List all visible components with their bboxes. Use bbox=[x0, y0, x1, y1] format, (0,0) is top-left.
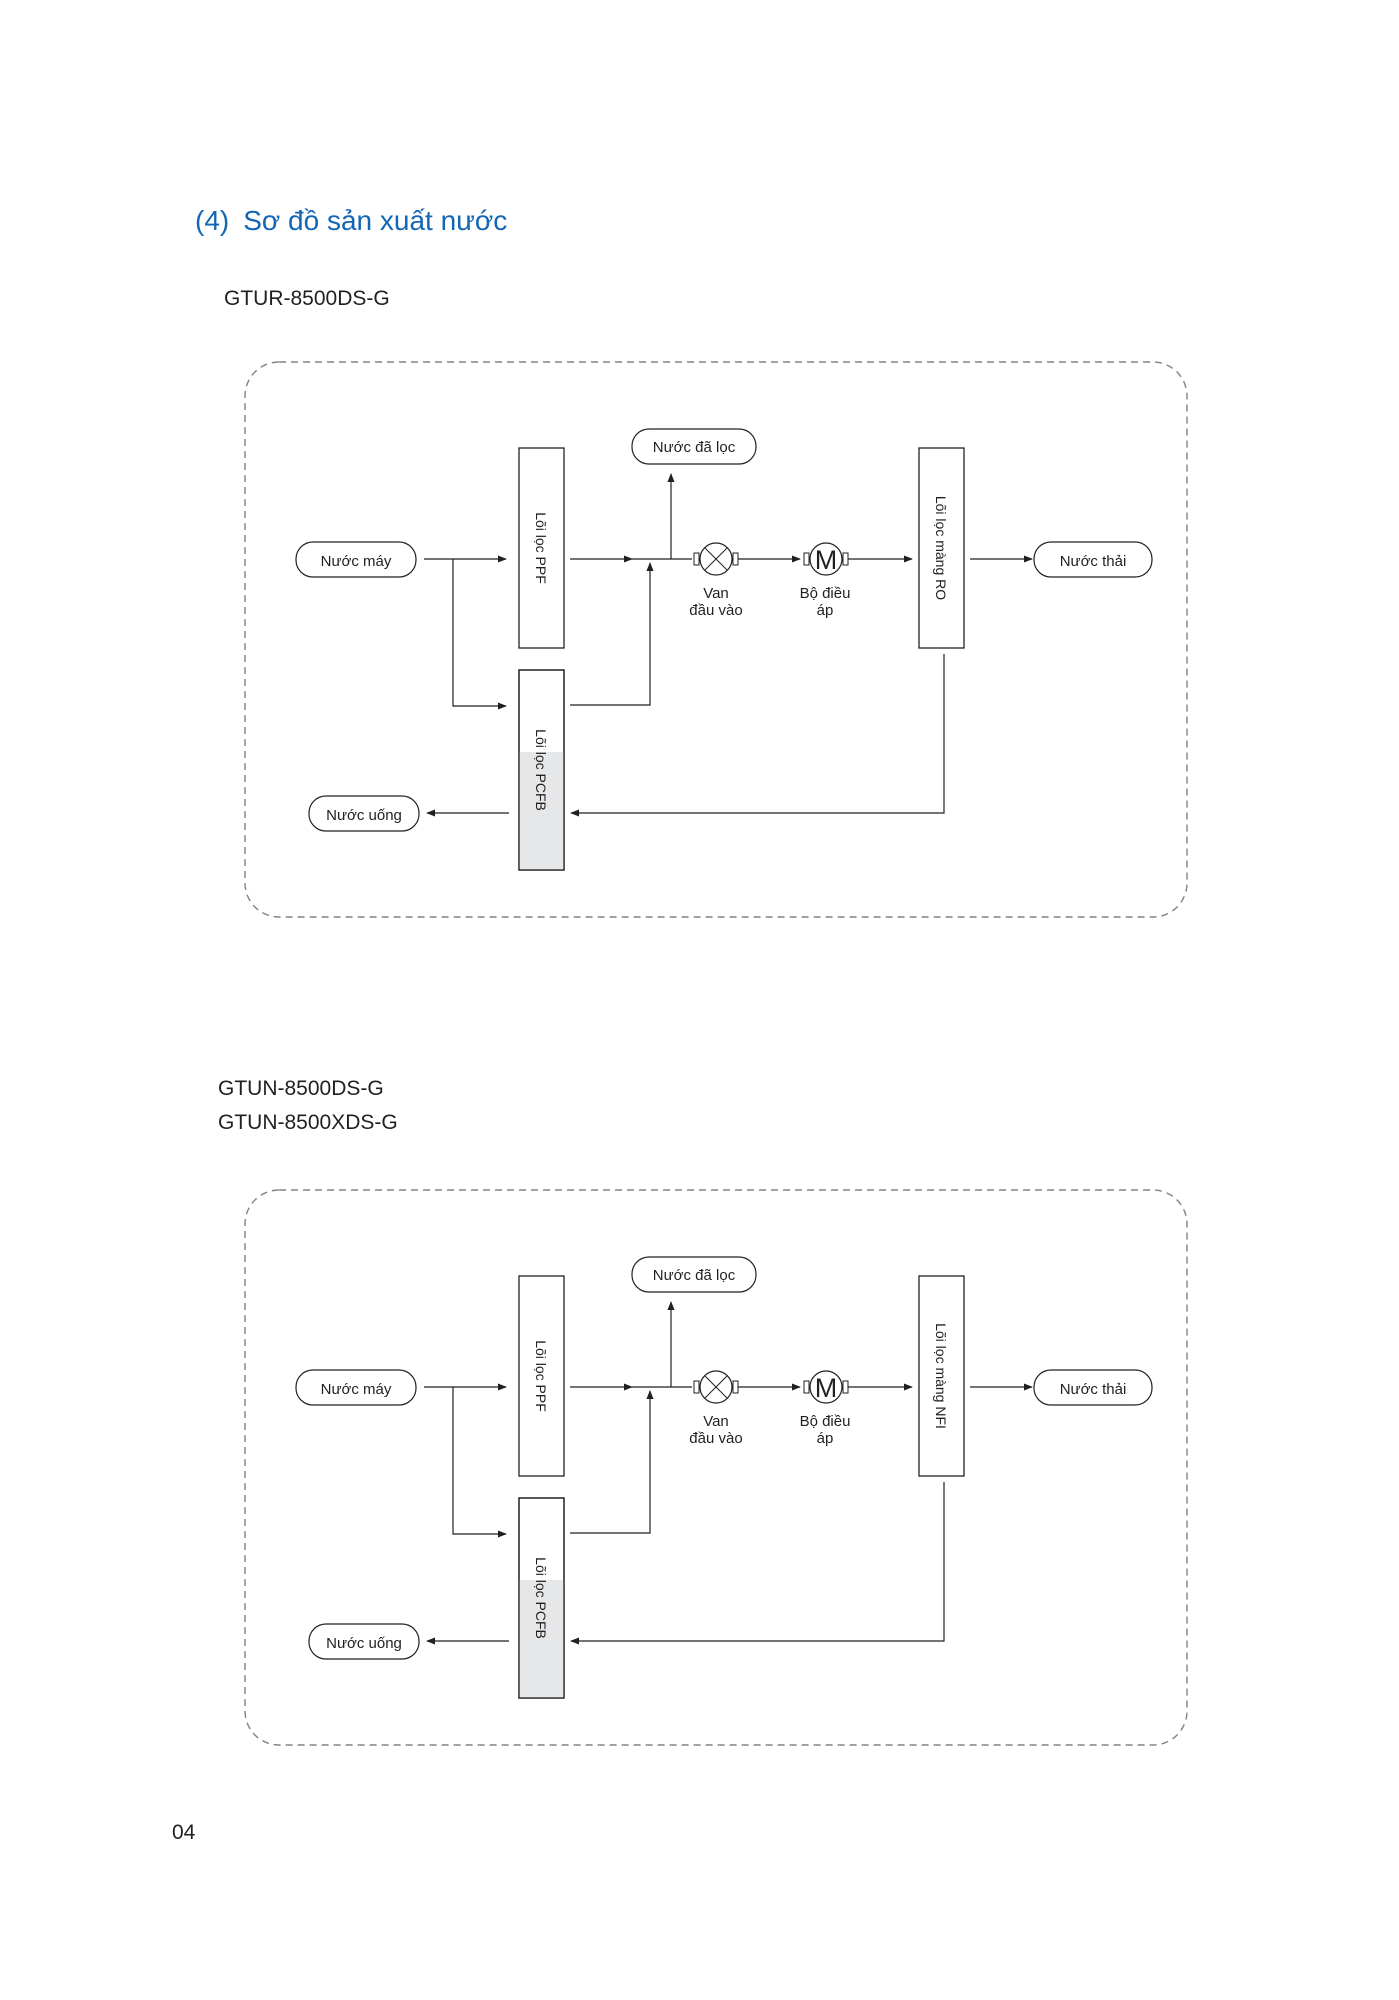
pump-symbol: M bbox=[815, 1373, 838, 1403]
ppf-filter-label: Lõi lọc PPF bbox=[533, 1340, 549, 1412]
flow-diagram: Nước máy Lõi lọc PPF Lõi lọc PCFB Nước đ… bbox=[244, 1189, 1188, 1746]
pipe-membrane-to-pcfb bbox=[570, 1482, 945, 1645]
filtered-water-label: Nước đã lọc bbox=[653, 439, 736, 456]
model-label-group-2: GTUN-8500DS-G GTUN-8500XDS-G bbox=[218, 1072, 398, 1140]
pump-icon: M bbox=[803, 542, 849, 576]
membrane-filter: Lõi lọc màng NFI bbox=[918, 1275, 965, 1477]
drinking-water-label: Nước uống bbox=[326, 1635, 402, 1652]
filtered-water-label: Nước đã lọc bbox=[653, 1267, 736, 1284]
pipe-tap-to-pcfb bbox=[452, 1387, 507, 1538]
model-name: GTUR-8500DS-G bbox=[224, 287, 390, 310]
model-name: GTUN-8500DS-G bbox=[218, 1077, 384, 1100]
ppf-filter: Lõi lọc PPF bbox=[518, 447, 565, 649]
tap-water-node: Nước máy bbox=[295, 541, 417, 578]
section-number: (4) bbox=[195, 205, 230, 236]
model-label-group-1: GTUR-8500DS-G bbox=[224, 282, 390, 316]
inlet-valve-icon bbox=[693, 1370, 739, 1404]
section-heading: (4) Sơ đồ sản xuất nước bbox=[195, 205, 507, 237]
membrane-filter: Lõi lọc màng RO bbox=[918, 447, 965, 649]
diagram-frame bbox=[244, 1189, 1188, 1746]
valve-label-line2: đầu vào bbox=[689, 602, 742, 619]
pump-label-line1: Bộ điều bbox=[800, 585, 851, 602]
pump-icon: M bbox=[803, 1370, 849, 1404]
membrane-filter-label: Lõi lọc màng RO bbox=[933, 496, 949, 600]
ppf-filter-label: Lõi lọc PPF bbox=[533, 512, 549, 584]
ppf-filter: Lõi lọc PPF bbox=[518, 1275, 565, 1477]
valve-label-line2: đầu vào bbox=[689, 1430, 742, 1447]
flow-diagram: Nước máy Lõi lọc PPF Lõi lọc PCFB Nước đ… bbox=[244, 361, 1188, 918]
pump-label-line1: Bộ điều bbox=[800, 1413, 851, 1430]
valve-label-line1: Van bbox=[703, 585, 729, 602]
pipe-membrane-to-pcfb bbox=[570, 654, 945, 817]
waste-water-node: Nước thải bbox=[1033, 541, 1153, 578]
waste-water-label: Nước thải bbox=[1060, 553, 1127, 570]
pcfb-filter-label: Lõi lọc PCFB bbox=[533, 1557, 549, 1639]
tap-water-label: Nước máy bbox=[321, 553, 392, 570]
waste-water-node: Nước thải bbox=[1033, 1369, 1153, 1406]
pipe-tap-to-pcfb bbox=[452, 559, 507, 710]
drinking-water-label: Nước uống bbox=[326, 807, 402, 824]
tap-water-node: Nước máy bbox=[295, 1369, 417, 1406]
filtered-water-node: Nước đã lọc bbox=[631, 1256, 757, 1293]
filtered-water-node: Nước đã lọc bbox=[631, 428, 757, 465]
model-name: GTUN-8500XDS-G bbox=[218, 1111, 398, 1134]
pump-label-line2: áp bbox=[817, 1430, 834, 1447]
diagram-frame bbox=[244, 361, 1188, 918]
tap-water-label: Nước máy bbox=[321, 1381, 392, 1398]
section-title: Sơ đồ sản xuất nước bbox=[243, 205, 508, 236]
pcfb-filter: Lõi lọc PCFB bbox=[518, 669, 565, 871]
drinking-water-node: Nước uống bbox=[308, 795, 420, 832]
valve-label-line1: Van bbox=[703, 1413, 729, 1430]
pipe-pcfb-out bbox=[570, 562, 654, 706]
pcfb-filter-label: Lõi lọc PCFB bbox=[533, 729, 549, 811]
water-flow-diagram-1: Nước máy Lõi lọc PPF Lõi lọc PCFB Nước đ… bbox=[0, 360, 1399, 925]
pump-label-line2: áp bbox=[817, 602, 834, 619]
drinking-water-node: Nước uống bbox=[308, 1623, 420, 1660]
pipe-pcfb-out bbox=[570, 1390, 654, 1534]
pcfb-filter: Lõi lọc PCFB bbox=[518, 1497, 565, 1699]
waste-water-label: Nước thải bbox=[1060, 1381, 1127, 1398]
water-flow-diagram-2: Nước máy Lõi lọc PPF Lõi lọc PCFB Nước đ… bbox=[0, 1188, 1399, 1753]
membrane-filter-label: Lõi lọc màng NFI bbox=[933, 1323, 949, 1429]
page-number: 04 bbox=[172, 1821, 196, 1844]
inlet-valve-icon bbox=[693, 542, 739, 576]
pump-symbol: M bbox=[815, 545, 838, 575]
